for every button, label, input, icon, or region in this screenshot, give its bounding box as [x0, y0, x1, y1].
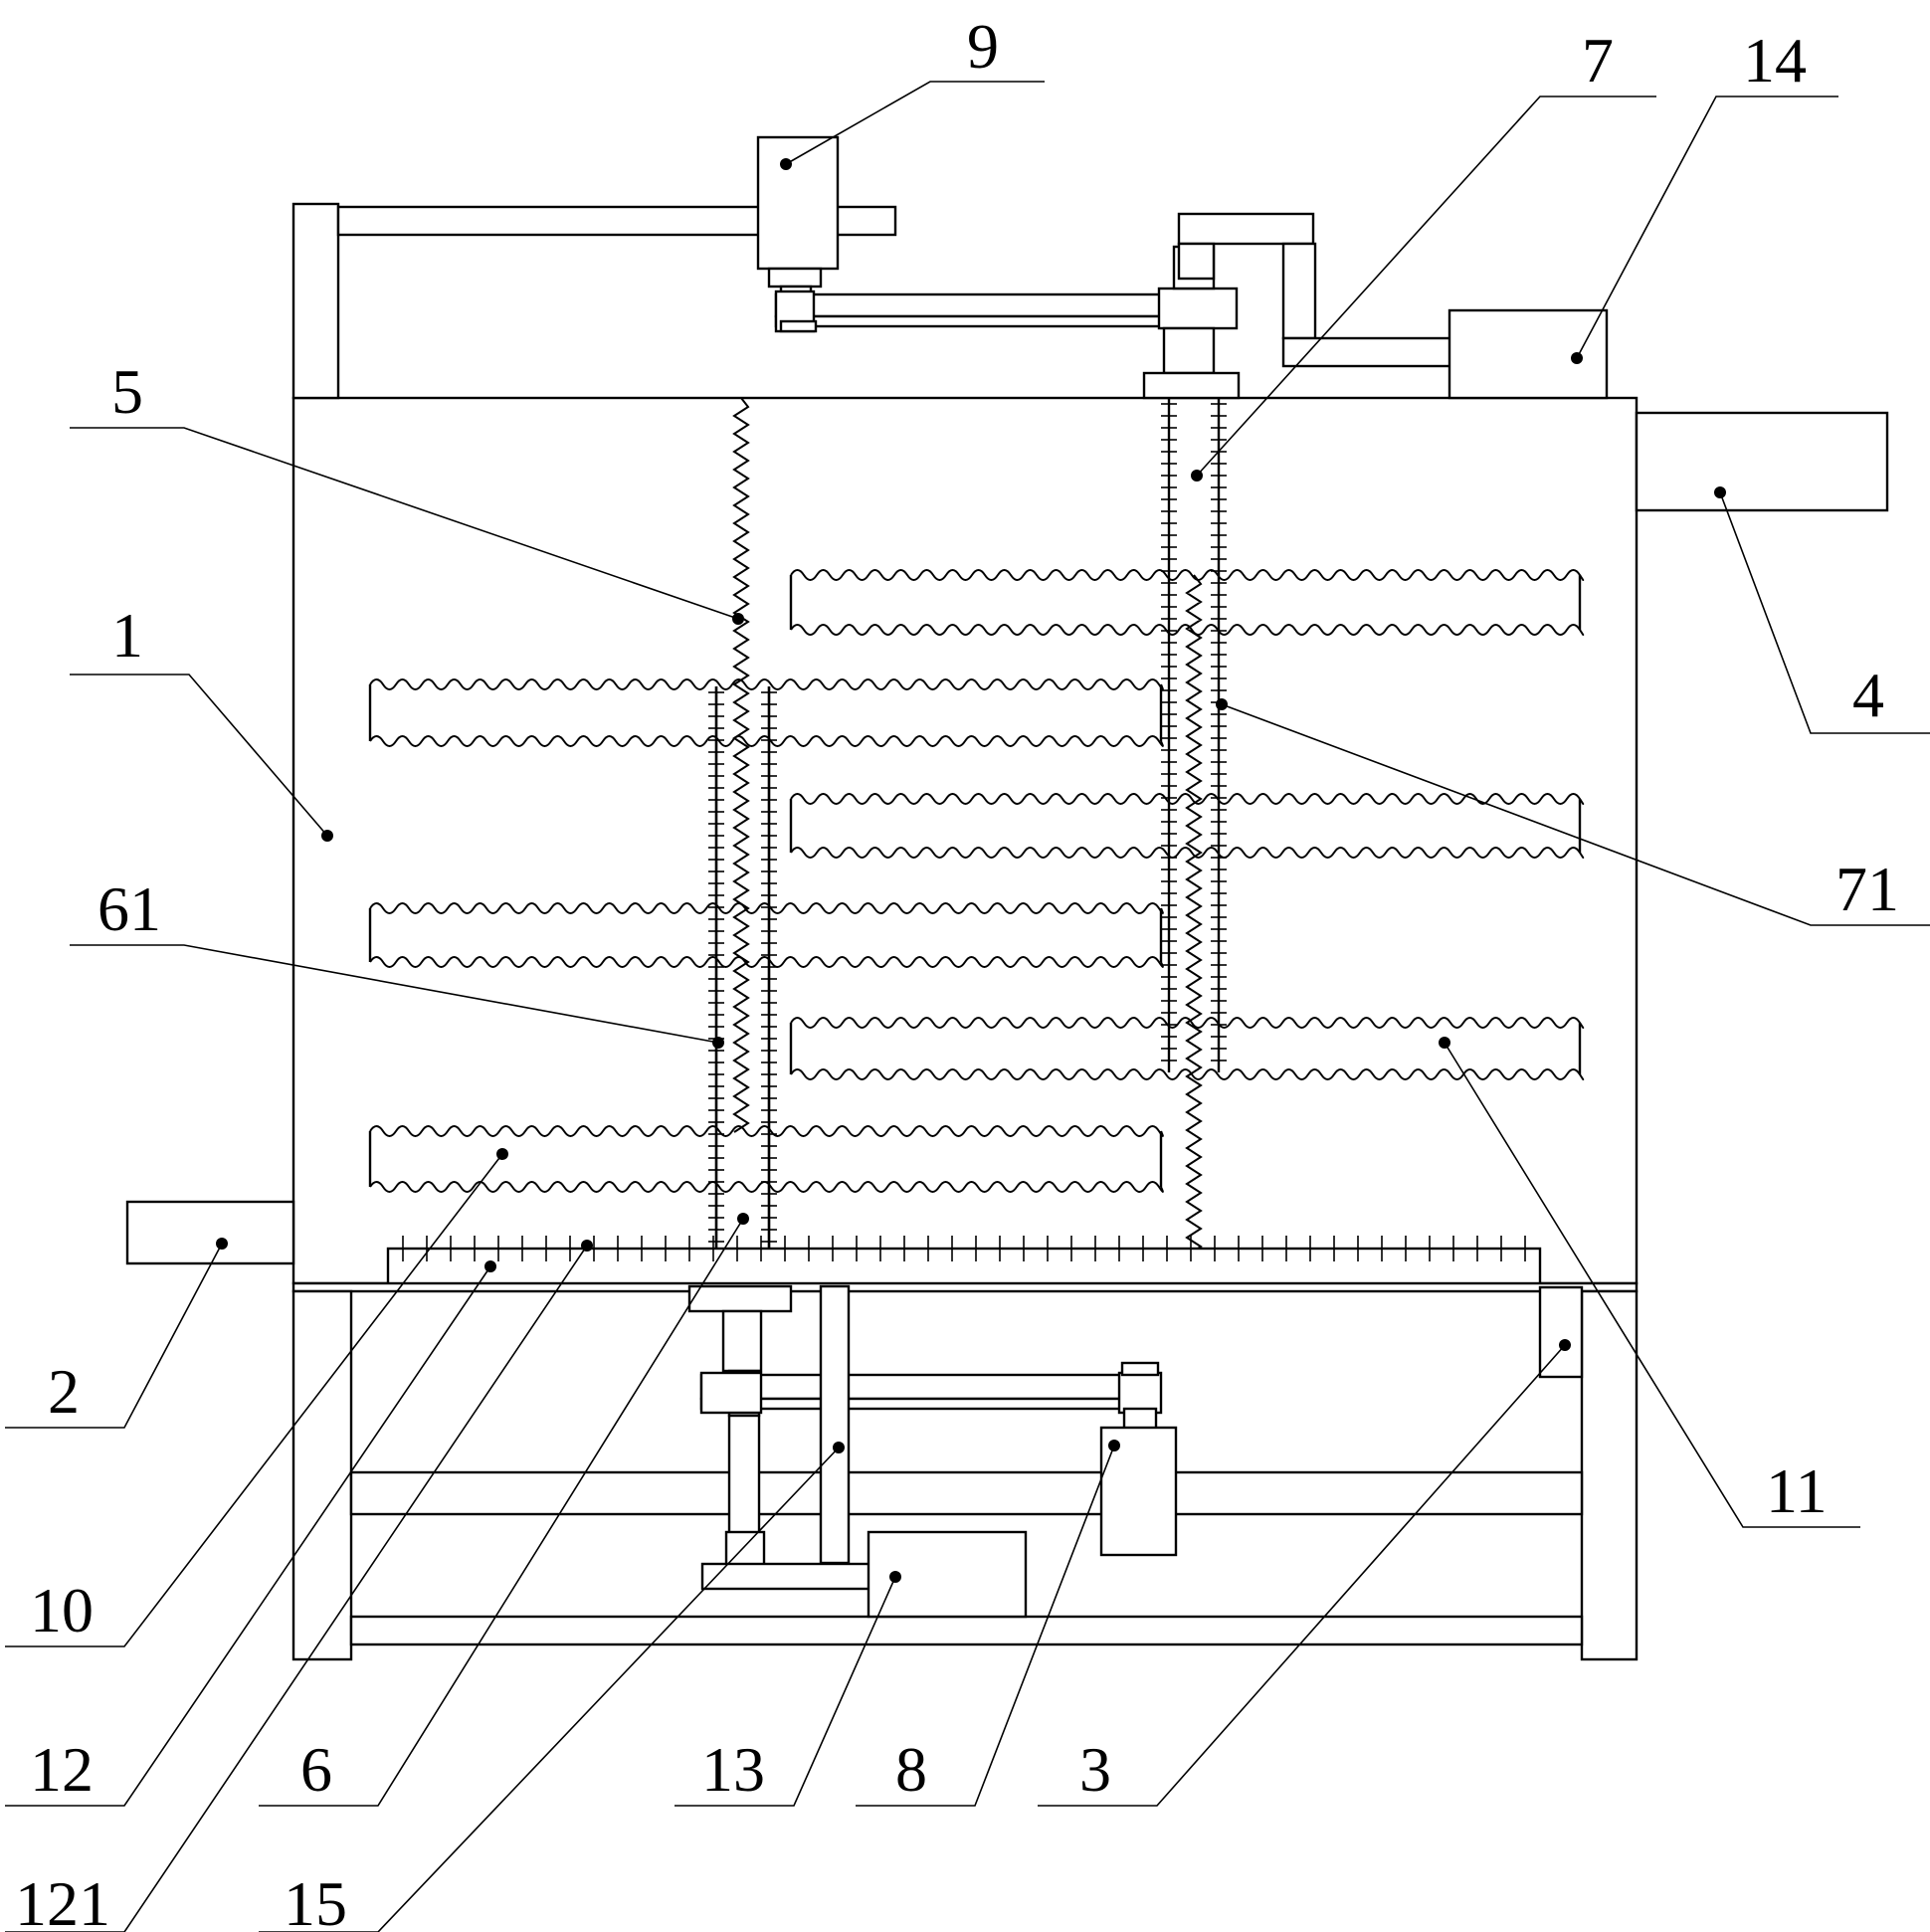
- label-5: 5: [111, 356, 143, 427]
- plate-10-a-top-edge: [369, 678, 1164, 690]
- plate-11-b-top-edge: [790, 793, 1585, 805]
- top-motor-9: [756, 135, 840, 300]
- outlet-4: [1635, 411, 1889, 512]
- label-3: 3: [1079, 1734, 1111, 1805]
- label-10: 10: [30, 1575, 94, 1645]
- plate-11-c-fill: [791, 1023, 1580, 1074]
- label-12: 12: [30, 1734, 94, 1805]
- inlet-2: [125, 1200, 295, 1265]
- spring-right-coil: [1185, 574, 1203, 1283]
- sensor-3: [1538, 1285, 1584, 1379]
- plate-11-c-bottom-edge: [790, 1068, 1585, 1080]
- label-15: 15: [284, 1868, 347, 1932]
- plate-11-a-fill: [791, 575, 1580, 630]
- plate-10-a-bottom-edge: [369, 735, 1164, 747]
- top-belt: [774, 287, 1239, 333]
- plate-10-b-bottom-edge: [369, 956, 1164, 968]
- lower-belt: [699, 1361, 1163, 1452]
- label-13: 13: [701, 1734, 765, 1805]
- motor-13: [700, 1530, 1028, 1619]
- plate-10-b-fill: [370, 908, 1161, 962]
- scraper-teeth-121: [402, 1236, 1526, 1261]
- label-14: 14: [1743, 25, 1807, 96]
- spring-right: [1185, 574, 1203, 1283]
- label-121: 121: [15, 1868, 110, 1932]
- plate-11-c-top-edge: [790, 1017, 1585, 1029]
- scraper-12: [386, 1247, 1542, 1288]
- leader-lines: [5, 81, 1930, 1932]
- shaft-7: [1161, 398, 1227, 1072]
- label-61: 61: [97, 873, 161, 944]
- spring-5: [732, 397, 750, 1133]
- label-9: 9: [967, 11, 999, 82]
- support-15: [819, 1284, 851, 1565]
- plate-10-b-top-edge: [369, 902, 1164, 914]
- labels: 9 7 14 5 4 1 71 61 11 2 10 12 121 6 15 1…: [15, 11, 1899, 1932]
- plate-10-c-fill: [370, 1131, 1161, 1187]
- leader-dots: [216, 158, 1726, 1583]
- label-71: 71: [1835, 854, 1899, 924]
- lower-shaft-bearing: [687, 1284, 793, 1569]
- shaft-6: [708, 686, 777, 1286]
- label-11: 11: [1766, 1455, 1828, 1526]
- label-1: 1: [111, 600, 143, 671]
- plate-11-a-bottom-edge: [790, 624, 1585, 636]
- plate-10-a-fill: [370, 684, 1161, 741]
- label-2: 2: [48, 1356, 80, 1427]
- label-4: 4: [1852, 660, 1884, 730]
- motor-14: [1448, 308, 1609, 400]
- label-8: 8: [895, 1734, 927, 1805]
- plate-11-b-bottom-edge: [790, 847, 1585, 859]
- spring-5-coil: [732, 397, 750, 1133]
- label-7: 7: [1582, 25, 1614, 96]
- plate-10-c-bottom-edge: [369, 1181, 1164, 1193]
- plate-10-c-top-edge: [369, 1125, 1164, 1137]
- shaft-7-bearing: [1142, 245, 1241, 400]
- top-right-bracket: [1177, 212, 1454, 368]
- plate-11-a-top-edge: [790, 569, 1585, 581]
- lower-frame: [291, 1281, 1639, 1661]
- label-6: 6: [300, 1734, 332, 1805]
